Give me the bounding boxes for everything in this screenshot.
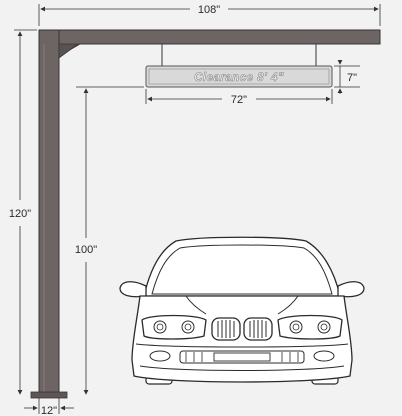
beam-length-label: 108" xyxy=(198,4,220,16)
left-fog-light xyxy=(149,350,171,362)
dimension-sign-height: 7" xyxy=(334,60,360,94)
dimension-clearance-height: 100" xyxy=(75,86,144,395)
dimension-sign-width: 72" xyxy=(145,89,333,106)
post-height-label: 120" xyxy=(9,208,31,220)
license-plate xyxy=(213,352,271,362)
dimension-post-height: 120" xyxy=(9,29,37,395)
dimension-beam-length: 108" xyxy=(38,4,381,26)
windshield xyxy=(151,244,333,295)
support-post xyxy=(38,29,60,397)
sign-width-label: 72" xyxy=(231,94,247,106)
front-bumper xyxy=(135,343,349,348)
sign-height-label: 7" xyxy=(347,72,357,84)
clearance-sign: Clearance 8' 4" xyxy=(145,44,333,88)
post-width-label: 12" xyxy=(41,405,57,416)
hood-line-right xyxy=(277,295,299,315)
front-grille xyxy=(211,317,273,341)
overhead-beam xyxy=(39,29,381,57)
base-plate xyxy=(30,391,68,399)
right-headlight xyxy=(277,314,343,340)
left-mirror xyxy=(119,281,147,298)
lower-intake xyxy=(179,350,305,364)
sign-board xyxy=(145,65,333,88)
clearance-height-label: 100" xyxy=(75,244,97,256)
car-front-view xyxy=(119,236,365,385)
left-headlight xyxy=(141,314,207,340)
right-mirror xyxy=(337,281,365,298)
sign-label: Clearance 8' 4" xyxy=(194,72,284,84)
corner-bracket xyxy=(58,43,80,59)
hood-line-left xyxy=(185,295,207,315)
car-roof xyxy=(143,236,341,297)
dimension-post-width: 12" xyxy=(24,398,74,416)
right-fog-light xyxy=(313,350,335,362)
gantry-frame xyxy=(30,29,381,399)
